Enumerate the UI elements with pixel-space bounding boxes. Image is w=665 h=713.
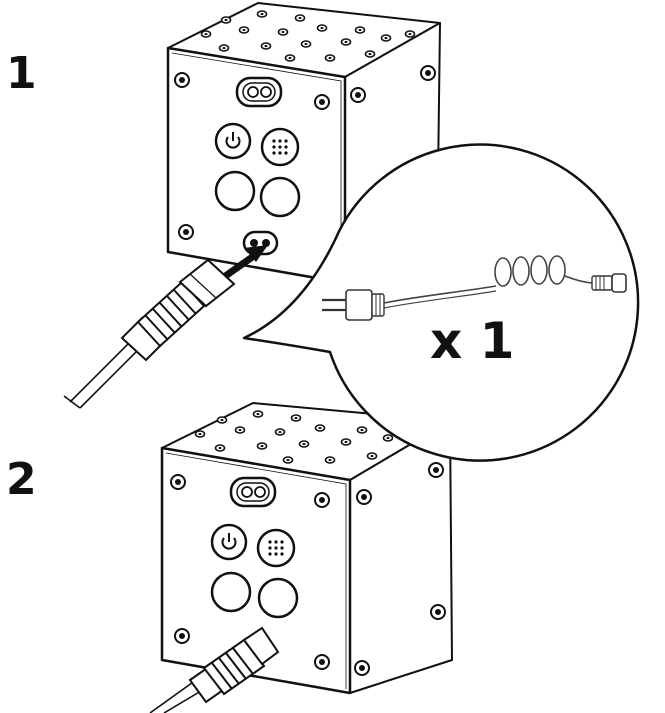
side-screw [357,490,371,504]
side-screw [431,605,445,619]
front-screw [175,73,189,87]
front-screw [171,475,185,489]
ac-inlet-top [237,78,281,106]
side-screw [351,88,365,102]
side-screw [355,661,369,675]
front-screw [175,629,189,643]
front-screw [315,655,329,669]
power-button [216,124,250,158]
ac-inlet-top [231,478,275,506]
power-button [212,525,246,559]
speaker-grille [258,530,294,566]
front-screw [315,95,329,109]
side-screw [429,463,443,477]
front-screw [315,493,329,507]
quantity-label: x 1 [430,312,514,370]
blank-port [259,579,297,617]
side-screw [421,66,435,80]
power-cable-plug-step-1 [64,260,234,408]
speaker-grille [262,129,298,165]
front-screw [179,225,193,239]
blank-port [261,178,299,216]
blank-port [216,172,254,210]
device-cube-step-2 [162,403,452,693]
blank-port [212,573,250,611]
